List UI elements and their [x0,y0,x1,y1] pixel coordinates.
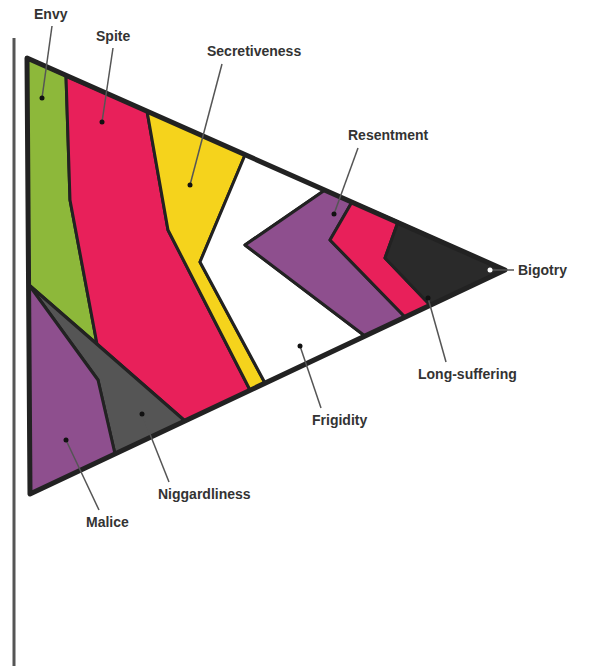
leader-lines [42,26,514,510]
leader-dot [188,183,193,188]
leader-line [490,269,514,271]
leader-line [300,346,321,408]
leader-dot [140,412,145,417]
leader-line [428,298,446,362]
region-label: Secretiveness [207,43,301,60]
region-label: Spite [96,28,130,45]
leader-line [42,26,52,98]
region-label: Malice [86,514,129,531]
region-label: Bigotry [518,262,567,279]
leader-dot [100,120,105,125]
flag-pole [13,38,16,666]
region-label: Frigidity [312,412,367,429]
leader-dot [40,96,45,101]
leader-dot [332,212,337,217]
leader-dots [40,96,493,443]
leader-line [190,64,222,185]
region-label: Niggardliness [158,486,251,503]
region-label: Long-suffering [418,366,517,383]
leader-line [142,414,169,482]
leader-dot [488,268,493,273]
region-label: Resentment [348,127,428,144]
leader-line [102,48,113,122]
leader-dot [426,296,431,301]
leader-line [334,148,358,214]
leader-dot [298,344,303,349]
leader-dot [64,438,69,443]
leader-line [66,440,99,510]
region-label: Envy [34,6,67,23]
pennant-outline [27,58,505,494]
